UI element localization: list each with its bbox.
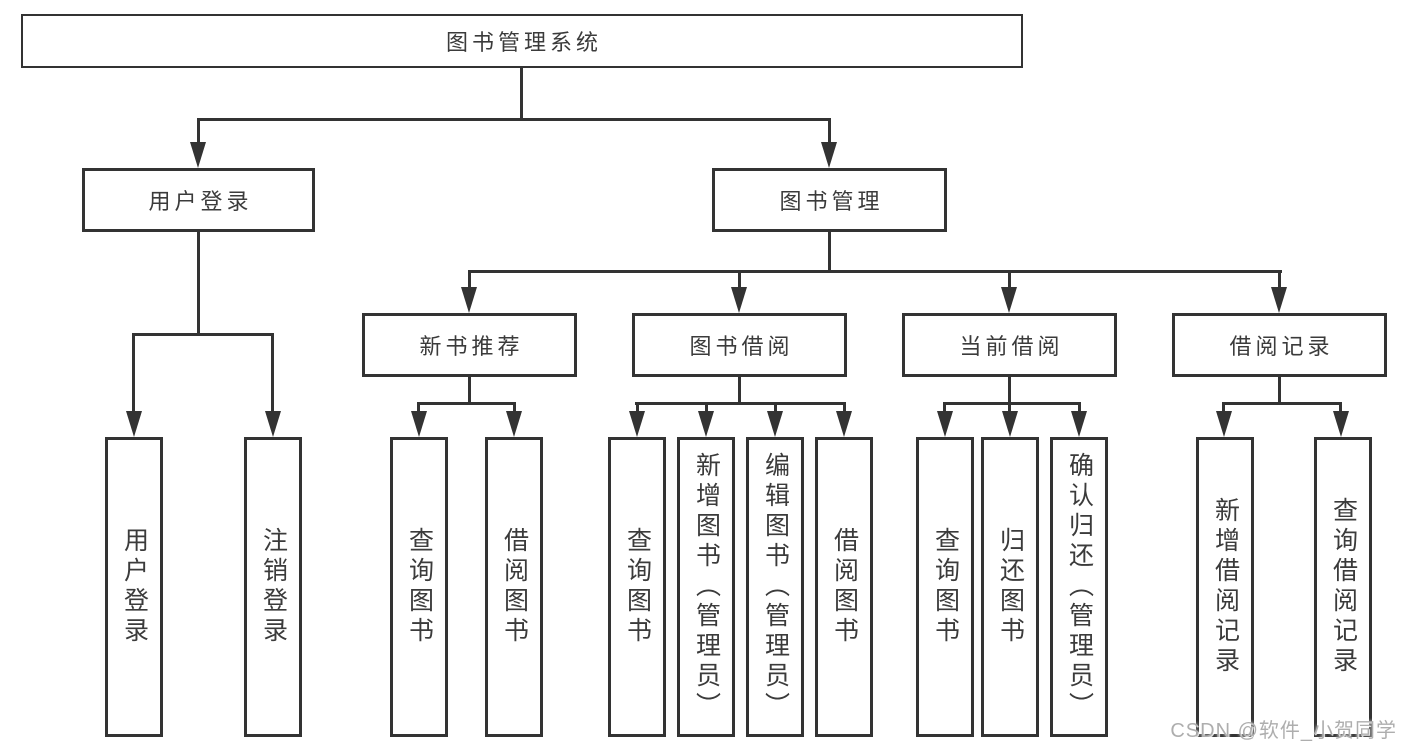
node-label: 归还图书: [996, 527, 1025, 647]
arrowhead: [506, 411, 522, 437]
connector-line: [828, 232, 831, 272]
node-label: 借阅图书: [830, 527, 859, 647]
connector-line: [1078, 402, 1081, 415]
connector-line: [828, 118, 831, 146]
node-label: 查询借阅记录: [1329, 497, 1358, 677]
connector-line: [513, 402, 516, 416]
connector-line: [1008, 377, 1011, 404]
node-leaf-add-borrow-record: 新增借阅记录: [1196, 437, 1254, 737]
connector-line: [197, 118, 200, 146]
node-label: 借阅记录: [1229, 334, 1334, 359]
arrowhead: [1216, 411, 1232, 437]
connector-line: [468, 377, 471, 405]
node-leaf-edit-books-admin: 编辑图书（管理员）: [746, 437, 804, 737]
node-label: 确认归还（管理员）: [1065, 452, 1094, 722]
connector-line: [1222, 402, 1225, 415]
node-leaf-add-books-admin: 新增图书（管理员）: [677, 437, 735, 737]
node-leaf-query-books-borrow: 查询图书: [608, 437, 666, 737]
connector-line: [417, 402, 516, 405]
connector-line: [1008, 270, 1011, 292]
connector-line: [943, 402, 1081, 405]
node-label: 当前借阅: [959, 334, 1064, 359]
node-library-management-system: 图书管理系统: [21, 14, 1023, 68]
node-label: 查询图书: [931, 527, 960, 647]
node-label: 图书借阅: [689, 334, 794, 359]
node-label: 查询图书: [623, 527, 652, 647]
arrowhead: [1071, 411, 1087, 437]
connector-line: [943, 402, 946, 415]
node-label: 新书推荐: [419, 334, 524, 359]
connector-line: [1278, 377, 1281, 404]
arrowhead: [731, 287, 747, 313]
node-leaf-user-login: 用户登录: [105, 437, 163, 737]
connector-line: [468, 270, 1282, 273]
node-label: 借阅图书: [500, 527, 529, 647]
node-label: 注销登录: [259, 527, 288, 647]
node-label: 图书管理系统: [445, 30, 602, 55]
node-leaf-query-borrow-record: 查询借阅记录: [1314, 437, 1372, 737]
node-leaf-confirm-return-admin: 确认归还（管理员）: [1050, 437, 1108, 737]
connector-line: [197, 118, 831, 121]
node-new-book-recommendation: 新书推荐: [362, 313, 577, 377]
arrowhead: [1333, 411, 1349, 437]
node-book-borrowing: 图书借阅: [632, 313, 847, 377]
node-label: 图书管理: [779, 189, 884, 214]
arrowhead: [698, 411, 714, 437]
connector-line: [1278, 270, 1281, 292]
connector-line: [1008, 402, 1011, 415]
node-label: 新增借阅记录: [1211, 497, 1240, 677]
connector-line: [738, 270, 741, 292]
connector-line: [636, 402, 639, 415]
node-leaf-logout: 注销登录: [244, 437, 302, 737]
node-label: 用户登录: [148, 189, 253, 214]
csdn-watermark: CSDN @软件_小贺同学: [1170, 720, 1397, 742]
connector-line: [1222, 402, 1342, 405]
connector-line: [843, 402, 846, 415]
connector-line: [705, 402, 708, 415]
connector-line: [774, 402, 777, 415]
connector-line: [417, 402, 420, 416]
node-leaf-query-books-rec: 查询图书: [390, 437, 448, 737]
arrowhead: [1001, 287, 1017, 313]
connector-line: [635, 402, 846, 405]
arrowhead: [126, 411, 142, 437]
node-borrowing-records: 借阅记录: [1172, 313, 1387, 377]
arrowhead: [1002, 411, 1018, 437]
node-leaf-return-books: 归还图书: [981, 437, 1039, 737]
arrowhead: [265, 411, 281, 437]
node-book-management: 图书管理: [712, 168, 947, 232]
node-leaf-borrow-books-rec: 借阅图书: [485, 437, 543, 737]
connector-line: [738, 377, 741, 404]
node-label: 用户登录: [120, 527, 149, 647]
node-current-borrowing: 当前借阅: [902, 313, 1117, 377]
arrowhead: [461, 287, 477, 313]
arrowhead: [836, 411, 852, 437]
arrowhead: [767, 411, 783, 437]
connector-line: [132, 333, 274, 336]
connector-line: [1339, 402, 1342, 415]
node-user-login: 用户登录: [82, 168, 315, 232]
arrowhead: [629, 411, 645, 437]
connector-line: [271, 333, 274, 413]
arrowhead: [937, 411, 953, 437]
connector-line: [520, 68, 523, 118]
arrowhead: [190, 142, 206, 168]
connector-line: [468, 270, 471, 292]
node-label: 编辑图书（管理员）: [761, 452, 790, 722]
arrowhead: [411, 411, 427, 437]
connector-line: [197, 232, 200, 336]
arrowhead: [1271, 287, 1287, 313]
node-leaf-borrow-books: 借阅图书: [815, 437, 873, 737]
node-leaf-query-books-current: 查询图书: [916, 437, 974, 737]
node-label: 查询图书: [405, 527, 434, 647]
arrowhead: [821, 142, 837, 168]
connector-line: [132, 333, 135, 413]
node-label: 新增图书（管理员）: [692, 452, 721, 722]
